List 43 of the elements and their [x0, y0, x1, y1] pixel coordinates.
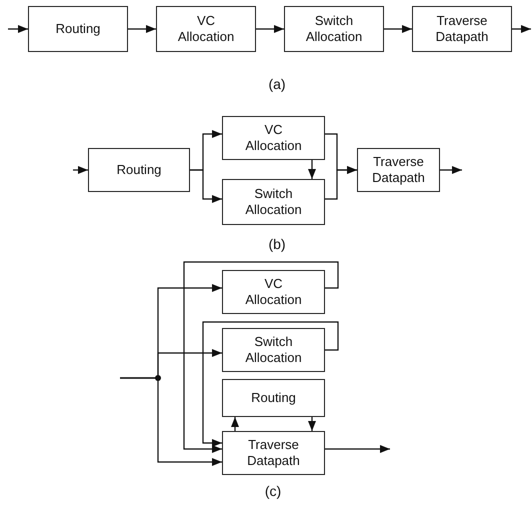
- arrow: [183, 261, 339, 453]
- box-label: Routing: [251, 390, 296, 406]
- arrow: [512, 25, 531, 33]
- arrow: [325, 166, 357, 200]
- arrow: [325, 445, 390, 453]
- process-box: [222, 116, 325, 160]
- process-box: [412, 6, 512, 52]
- subfigure-label: (a): [268, 76, 286, 92]
- arrow: [440, 166, 462, 174]
- arrow: [128, 25, 156, 33]
- arrow: [73, 166, 88, 174]
- arrow: [256, 25, 284, 33]
- box-label: Traverse Datapath: [434, 13, 490, 45]
- box-label: Switch Allocation: [244, 334, 303, 366]
- arrow: [8, 25, 28, 33]
- box-label: Traverse Datapath: [372, 154, 425, 186]
- process-box: [28, 6, 128, 52]
- arrow: [231, 417, 239, 431]
- process-box: [222, 328, 325, 372]
- arrow: [120, 377, 222, 466]
- process-box: [222, 431, 325, 475]
- arrow: [308, 417, 316, 431]
- process-box: [357, 148, 440, 192]
- subfigure-label: (b): [268, 236, 286, 252]
- box-label: Routing: [56, 21, 100, 37]
- arrow: [202, 321, 339, 447]
- box-label: VC Allocation: [244, 122, 303, 154]
- arrow: [190, 169, 222, 203]
- process-box: [284, 6, 384, 52]
- process-box: [88, 148, 190, 192]
- box-label: Switch Allocation: [304, 13, 364, 45]
- arrow: [384, 25, 412, 33]
- process-box: [222, 179, 325, 225]
- subfigure-label: (c): [264, 483, 282, 499]
- box-label: Traverse Datapath: [246, 437, 301, 469]
- box-label: Routing: [116, 162, 162, 178]
- box-label: VC Allocation: [244, 276, 303, 308]
- box-label: VC Allocation: [176, 13, 236, 45]
- process-box: [222, 270, 325, 314]
- arrow: [308, 160, 316, 179]
- process-box: [156, 6, 256, 52]
- process-box: [222, 379, 325, 417]
- box-label: Switch Allocation: [244, 186, 303, 218]
